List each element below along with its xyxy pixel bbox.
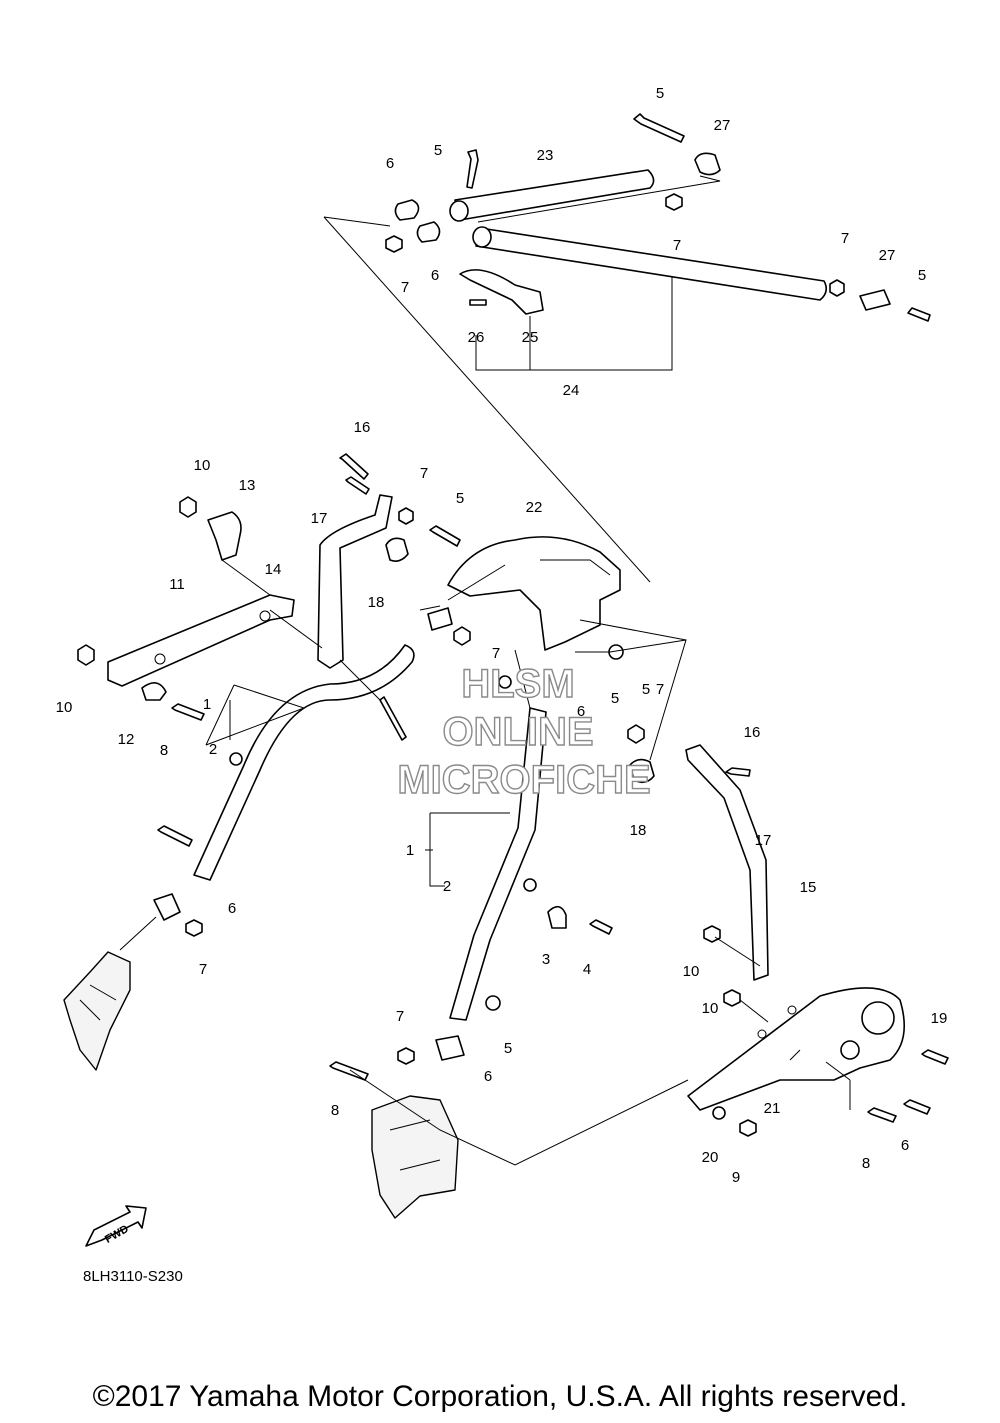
watermark-line-2: ONLINE (442, 710, 593, 754)
callout-label: 11 (169, 576, 185, 593)
callout-label: 18 (368, 594, 385, 611)
callout-label: 5 (656, 85, 664, 102)
callout-label: 6 (484, 1068, 492, 1085)
watermark: HLSM ONLINE MICROFICHE (397, 661, 652, 802)
callout-label: 1 (203, 696, 211, 713)
callout-label: 10 (702, 1000, 719, 1017)
callout-label: 16 (744, 724, 761, 741)
callout-label: 5 (456, 490, 464, 507)
callout-label: 27 (714, 117, 731, 134)
callout-label: 5 (504, 1040, 512, 1057)
callout-label: 14 (265, 561, 282, 578)
callout-label: 21 (764, 1100, 781, 1117)
callout-label: 1 (406, 842, 414, 859)
callout-label: 10 (194, 457, 211, 474)
callout-label: 5 (642, 681, 650, 698)
callout-label: 8 (862, 1155, 870, 1172)
callout-label: 17 (755, 832, 772, 849)
callout-label: 26 (468, 329, 485, 346)
diagram-code: 8LH3110-S230 (83, 1268, 183, 1285)
callout-label: 5 (434, 142, 442, 159)
callout-label: 23 (537, 147, 554, 164)
callout-label: 3 (542, 951, 550, 968)
callout-label: 15 (800, 879, 817, 896)
callout-label: 7 (673, 237, 681, 254)
callout-label: 2 (443, 878, 451, 895)
callout-label: 6 (228, 900, 236, 917)
copyright-notice: ©2017 Yamaha Motor Corporation, U.S.A. A… (92, 1380, 908, 1413)
callout-label: 5 (918, 267, 926, 284)
callout-label: 10 (683, 963, 700, 980)
callout-label: 7 (656, 681, 664, 698)
callout-label: 7 (401, 279, 409, 296)
callout-label: 9 (732, 1169, 740, 1186)
upper-bar-assembly (323, 113, 931, 583)
callout-label: 20 (702, 1149, 719, 1166)
watermark-line-3: MICROFICHE (397, 758, 650, 802)
callout-label: 5 (611, 690, 619, 707)
callout-label: 7 (420, 465, 428, 482)
callout-label: 19 (931, 1010, 948, 1027)
callout-label: 25 (522, 329, 539, 346)
watermark-line-1: HLSM (461, 662, 574, 706)
callout-label: 16 (354, 419, 371, 436)
callout-label: 18 (630, 822, 647, 839)
callout-label: 8 (331, 1102, 339, 1119)
callout-label: 24 (563, 382, 580, 399)
callout-label: 13 (239, 477, 256, 494)
callout-label: 4 (583, 961, 591, 978)
roll-cage-assembly (63, 453, 949, 1219)
callout-label: 12 (118, 731, 135, 748)
callout-label: 27 (879, 247, 896, 264)
callout-label: 7 (841, 230, 849, 247)
fwd-arrow-icon: FWD (85, 1205, 147, 1247)
callout-label: 7 (492, 645, 500, 662)
callout-label: 6 (386, 155, 394, 172)
callout-label: 2 (209, 741, 217, 758)
callout-label: 6 (577, 703, 585, 720)
callout-label: 6 (431, 267, 439, 284)
callout-label: 17 (311, 510, 328, 527)
callout-label: 7 (396, 1008, 404, 1025)
callout-label: 10 (56, 699, 73, 716)
callout-label: 22 (526, 499, 543, 516)
callout-label: 8 (160, 742, 168, 759)
callout-label: 6 (901, 1137, 909, 1154)
callout-label: 7 (199, 961, 207, 978)
